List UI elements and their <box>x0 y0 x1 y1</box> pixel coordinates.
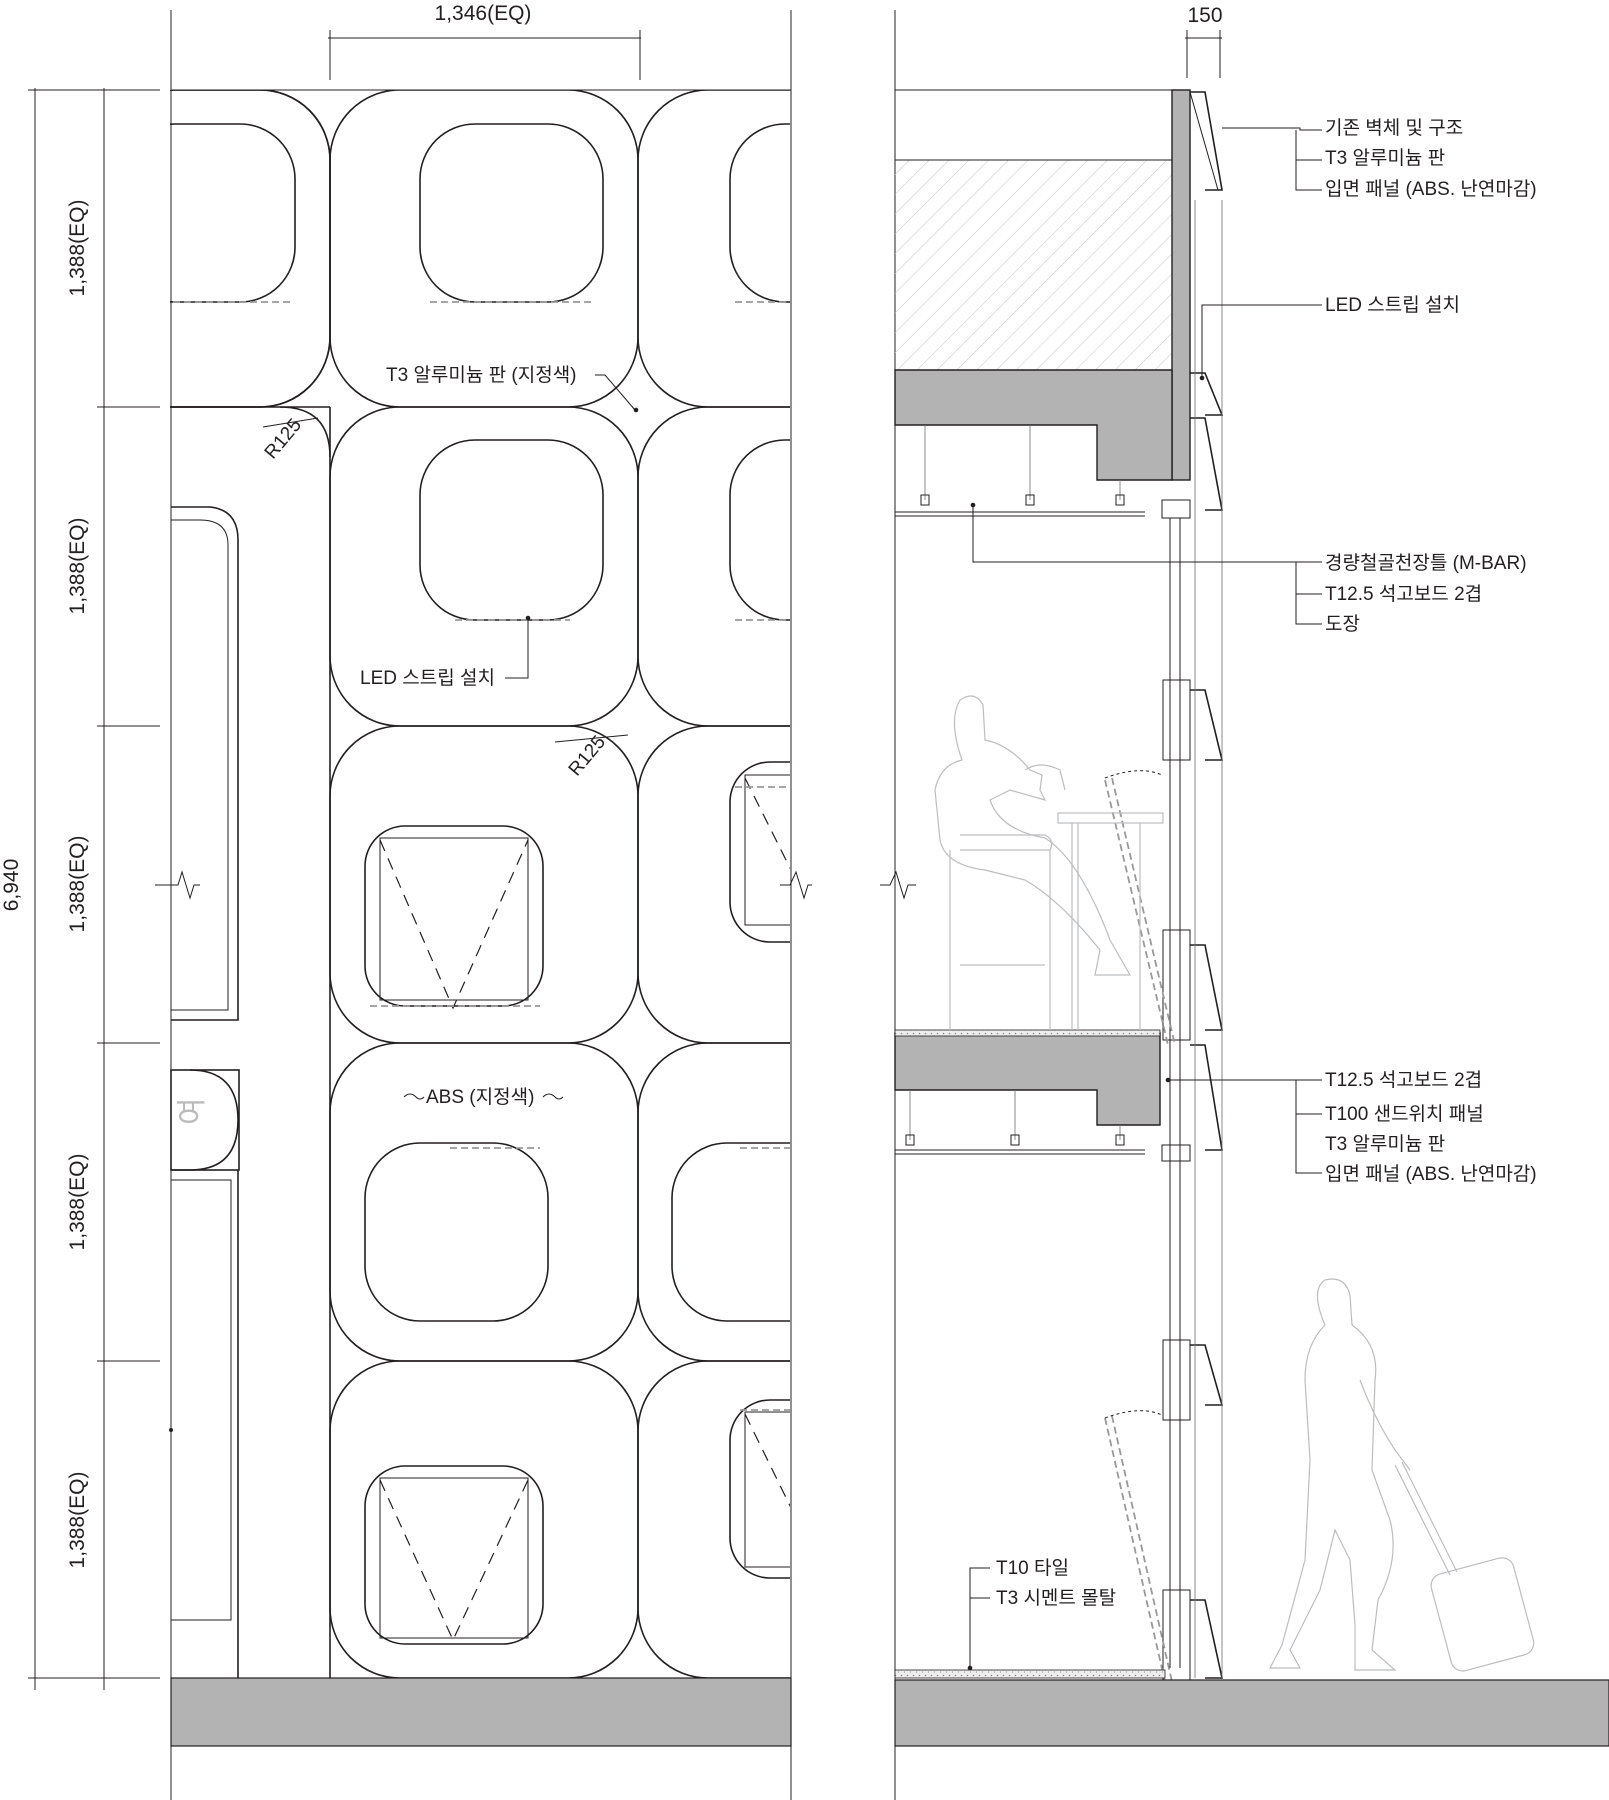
note-mortar: T3 시멘트 몰탈 <box>996 1587 1116 1609</box>
dim-top-width: 1,346(EQ) <box>435 2 532 25</box>
callout-aluminium-panel: T3 알루미늄 판 (지정색) <box>386 364 577 386</box>
note-gypsum-ceiling: T12.5 석고보드 2겹 <box>1325 583 1482 605</box>
note-abs-panel-middle: 입면 패널 (ABS. 난연마감) <box>1325 1163 1537 1185</box>
elevation-view: 1,346(EQ) 6,940 1,388(EQ) 1,388(EQ) 1,38… <box>0 2 812 1800</box>
section-dim-150: 150 <box>1187 4 1222 27</box>
note-gypsum-middle: T12.5 석고보드 2겹 <box>1325 1069 1482 1091</box>
dim-row-1: 1,388(EQ) <box>66 200 89 297</box>
note-aluminium-top: T3 알루미늄 판 <box>1325 147 1445 169</box>
note-tile: T10 타일 <box>996 1557 1069 1579</box>
section-ground <box>894 1679 1609 1747</box>
sign-glyph: 여 <box>175 1097 210 1125</box>
callout-abs: ABS (지정색) <box>426 1086 534 1108</box>
dim-row-2: 1,388(EQ) <box>66 518 89 615</box>
section-view: 150 <box>880 4 1609 1800</box>
note-paint: 도장 <box>1325 613 1360 635</box>
panel-grid <box>170 90 790 1679</box>
callout-led-strip: LED 스트립 설치 <box>360 667 495 689</box>
note-led-strip: LED 스트립 설치 <box>1325 294 1460 316</box>
note-ceiling-frame: 경량철골천장틀 (M-BAR) <box>1325 552 1527 574</box>
note-aluminium-middle: T3 알루미늄 판 <box>1325 1133 1445 1155</box>
dim-row-5: 1,388(EQ) <box>66 1472 89 1569</box>
elevation-ground <box>170 1677 792 1747</box>
radius-label-1: R125 <box>261 415 306 463</box>
walking-person-figure <box>1269 1278 1535 1672</box>
seated-person-figure <box>934 695 1132 1030</box>
dim-row-4: 1,388(EQ) <box>66 1154 89 1251</box>
note-abs-panel-top: 입면 패널 (ABS. 난연마감) <box>1325 178 1537 200</box>
note-existing-wall: 기존 벽체 및 구조 <box>1325 117 1463 139</box>
radius-label-2: R125 <box>565 732 610 780</box>
dim-row-3: 1,388(EQ) <box>66 836 89 933</box>
sign-column: 여 <box>169 506 240 1678</box>
dim-total-height: 6,940 <box>0 859 23 912</box>
note-sandwich-panel: T100 샌드위치 패널 <box>1325 1103 1484 1125</box>
